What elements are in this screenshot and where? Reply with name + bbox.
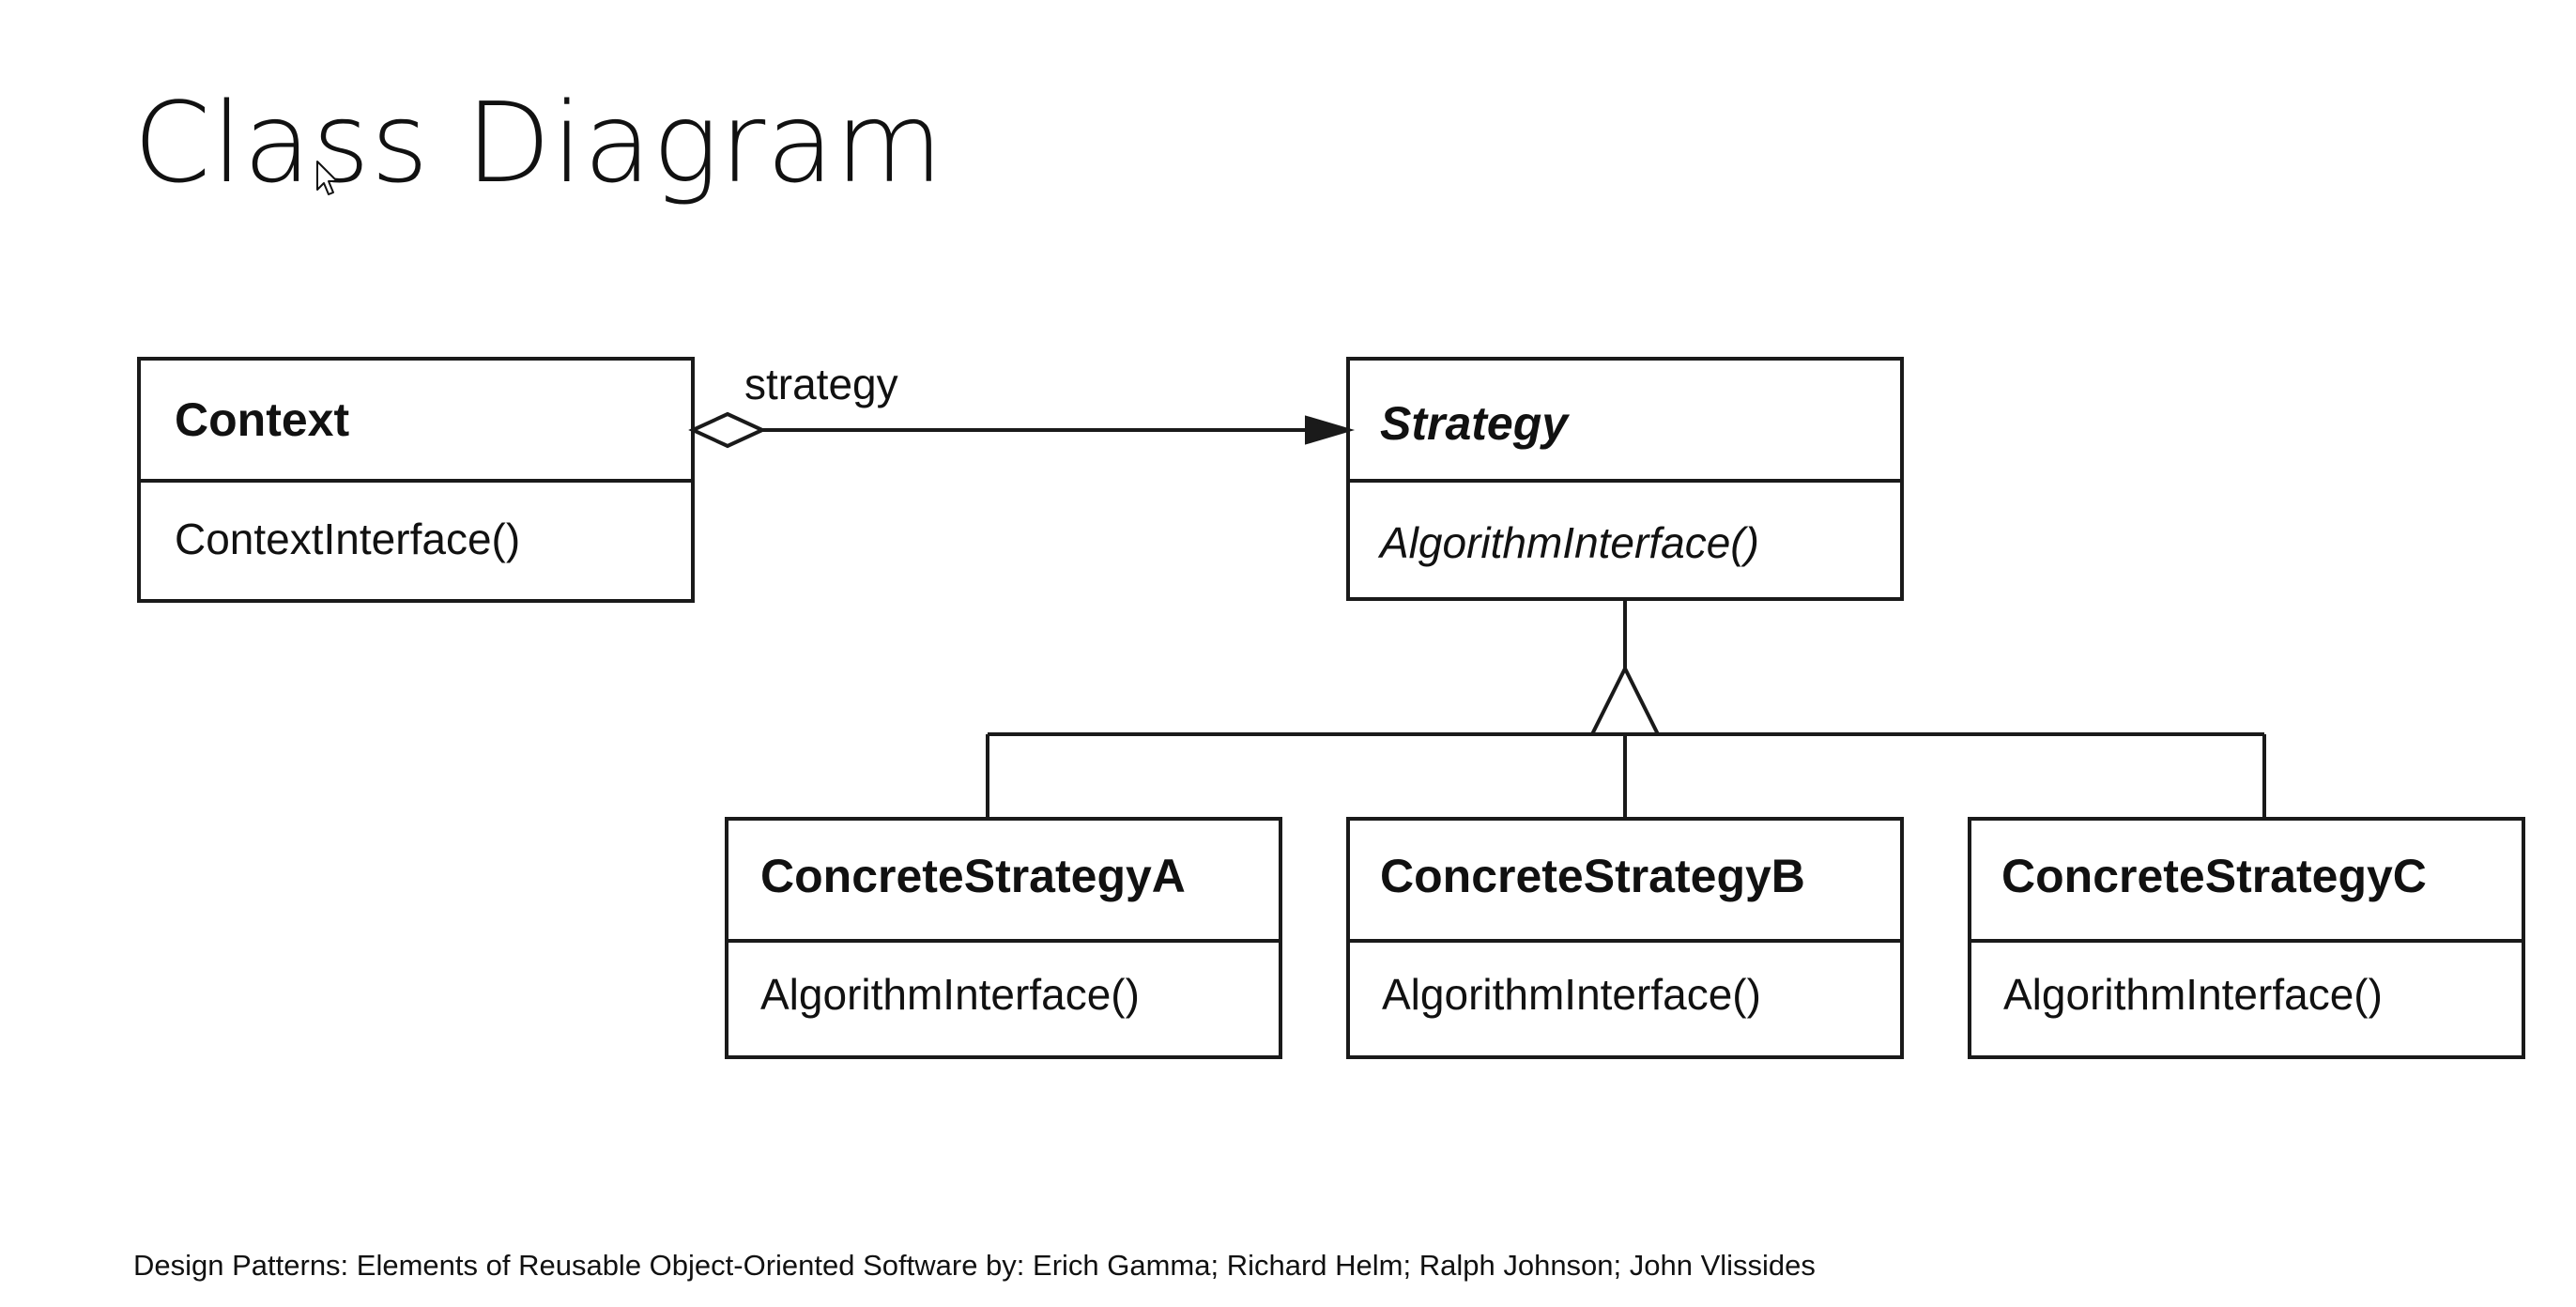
- association-arrowhead: [1305, 415, 1356, 445]
- method-concrete-strategy-c: AlgorithmInterface(): [2003, 970, 2383, 1019]
- mouse-pointer-icon: [316, 161, 338, 195]
- aggregation-association: [688, 411, 1356, 449]
- class-name-strategy: Strategy: [1380, 397, 1570, 450]
- method-concrete-strategy-a: AlgorithmInterface(): [760, 970, 1140, 1019]
- method-context-interface: ContextInterface(): [175, 515, 520, 563]
- slide-title: Class Diagram: [133, 78, 944, 208]
- class-box-strategy: [1346, 357, 1904, 601]
- class-name-concrete-strategy-c: ConcreteStrategyC: [2001, 850, 2427, 902]
- class-box-concrete-strategy-a: [725, 817, 1282, 1059]
- citation-footer: Design Patterns: Elements of Reusable Ob…: [133, 1249, 1816, 1282]
- inheritance-tree: [986, 599, 2266, 819]
- association-label: strategy: [744, 360, 898, 408]
- aggregation-diamond: [688, 411, 767, 449]
- class-name-concrete-strategy-a: ConcreteStrategyA: [760, 850, 1186, 902]
- inheritance-triangle: [1588, 664, 1662, 736]
- class-box-context: [137, 357, 695, 603]
- method-concrete-strategy-b: AlgorithmInterface(): [1382, 970, 1761, 1019]
- class-name-concrete-strategy-b: ConcreteStrategyB: [1380, 850, 1805, 902]
- method-strategy-algorithm-interface: AlgorithmInterface(): [1377, 518, 1759, 567]
- class-name-context: Context: [175, 393, 349, 446]
- class-box-concrete-strategy-c: [1968, 817, 2525, 1059]
